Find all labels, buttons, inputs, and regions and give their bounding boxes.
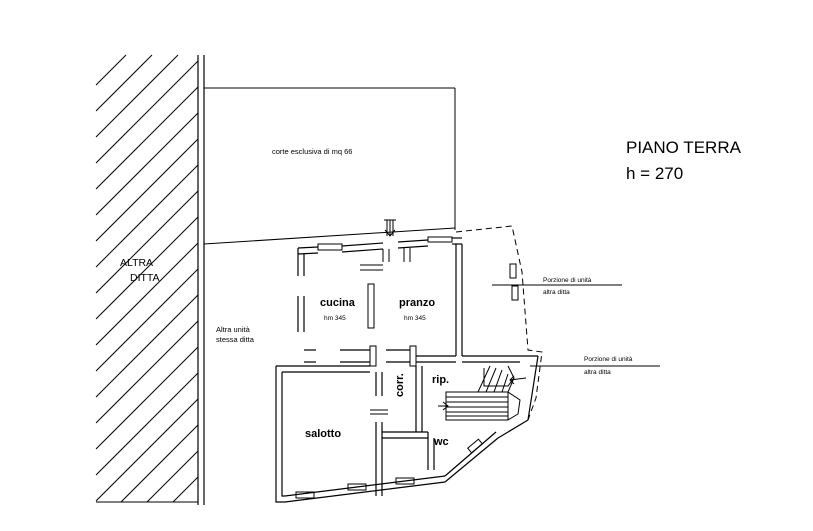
hatch-line xyxy=(95,164,199,268)
hatch-line xyxy=(95,294,199,398)
neighbor-label-line1: ALTRA xyxy=(120,257,153,269)
courtyard-label: corte esclusiva di mq 66 xyxy=(272,147,352,156)
room-cucina-name: cucina xyxy=(320,297,356,309)
hatch-line xyxy=(95,54,179,138)
courtyard-area xyxy=(203,87,456,245)
portion-1-line2: altra ditta xyxy=(543,289,570,296)
hatch-line xyxy=(95,346,199,450)
room-pranzo-height: hm 345 xyxy=(404,315,426,322)
portion-1-line1: Porzione di unità xyxy=(543,277,592,284)
hatch-line xyxy=(95,216,199,320)
property-boundary xyxy=(96,55,205,505)
hatch-line xyxy=(95,372,199,476)
room-salotto-name: salotto xyxy=(305,428,341,440)
plan-height: h = 270 xyxy=(626,164,683,183)
hatch-line xyxy=(172,476,199,503)
hatch-line xyxy=(95,398,199,502)
hatch-line xyxy=(146,450,199,503)
hatch-line xyxy=(95,86,199,190)
same-firm-line1: Altra unità xyxy=(216,325,251,334)
room-cucina-height: hm 345 xyxy=(324,315,346,322)
hatch-line xyxy=(95,242,199,346)
hatch-line xyxy=(120,424,199,503)
room-rip-name: rip. xyxy=(432,374,449,386)
hatch-line xyxy=(95,112,199,216)
building-walls xyxy=(275,236,539,503)
neighbor-label-line2: DITTA xyxy=(130,272,160,284)
portion-2-line1: Porzione di unità xyxy=(584,356,633,363)
hatch-line xyxy=(95,54,127,86)
room-pranzo-name: pranzo xyxy=(399,297,435,309)
hatch-line xyxy=(95,54,153,112)
annotation-leaders xyxy=(492,284,660,367)
neighbor-hatch-area xyxy=(95,54,199,503)
hatch-line xyxy=(95,138,199,242)
hatch-line xyxy=(95,190,199,294)
same-firm-line2: stessa ditta xyxy=(216,335,255,344)
room-wc-name: wc xyxy=(433,436,449,448)
neighbor-portion-dashed xyxy=(455,225,543,421)
plan-title: PIANO TERRA xyxy=(626,138,742,157)
staircase xyxy=(438,365,527,421)
room-corr-name: corr. xyxy=(394,373,406,397)
hatch-line xyxy=(95,320,199,424)
portion-2-line2: altra ditta xyxy=(584,369,611,376)
hatch-line xyxy=(95,60,199,164)
hatch-line xyxy=(95,268,199,372)
